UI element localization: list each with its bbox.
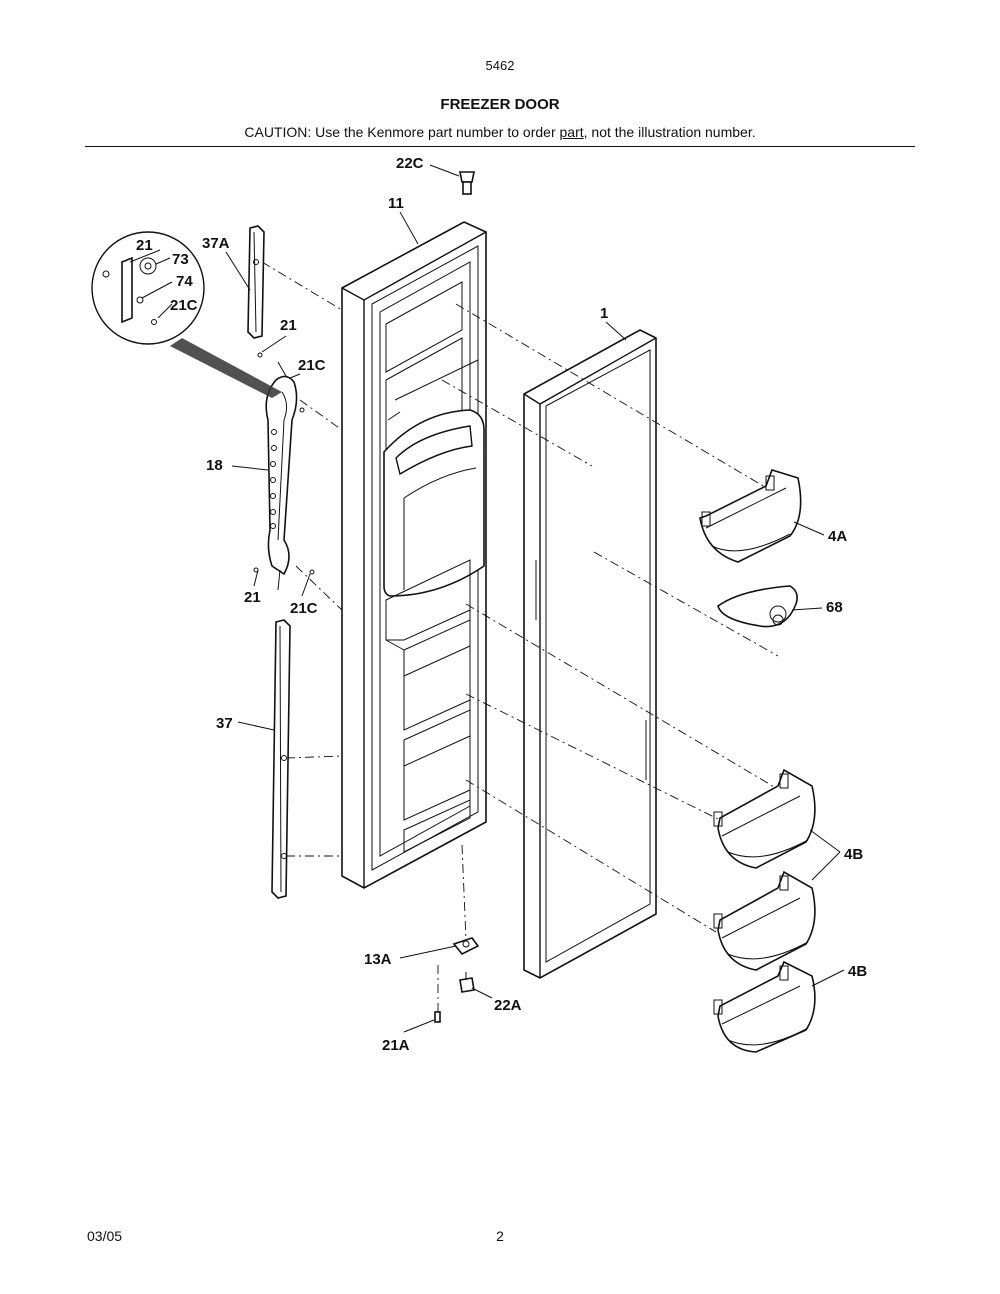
callout-labels: 22C 11 37A 21 73 74 21C 21 21C 1 18 4A 2… (136, 155, 867, 1054)
callout-21C-top: 21C (298, 357, 326, 374)
callout-73: 73 (172, 251, 189, 268)
callout-1: 1 (600, 305, 608, 322)
callout-21A: 21A (382, 1037, 410, 1054)
part-18-handle (253, 352, 315, 591)
callout-37A: 37A (202, 235, 230, 252)
part-1-door-gasket (523, 329, 657, 979)
callout-18: 18 (206, 457, 223, 474)
header-divider (85, 146, 915, 147)
part-22A-hinge-pin (459, 972, 475, 993)
callout-74: 74 (176, 273, 193, 290)
part-13A-hinge-bracket (452, 937, 480, 956)
callout-21-inset: 21 (136, 237, 153, 254)
callout-21-bottom: 21 (244, 589, 261, 606)
caution-prefix: CAUTION: Use the Kenmore part number to … (244, 124, 560, 140)
part-68-tray (717, 585, 798, 628)
model-number: 5462 (485, 58, 515, 73)
callout-4A: 4A (828, 528, 847, 545)
caution-suffix: , not the illustration number. (583, 124, 756, 140)
callout-21-top: 21 (280, 317, 297, 334)
inset-detail (91, 231, 282, 398)
callout-68: 68 (826, 599, 843, 616)
callout-11: 11 (388, 195, 404, 212)
leader-lines (129, 211, 845, 1033)
callout-13A: 13A (364, 951, 392, 968)
callout-21C-bottom: 21C (290, 600, 318, 617)
footer-date: 03/05 (87, 1228, 123, 1244)
footer-page-number: 2 (496, 1228, 504, 1244)
part-4B-door-bins (713, 768, 816, 1053)
part-11-freezer-door (341, 221, 487, 889)
callout-4B-pair: 4B (844, 846, 863, 863)
page-title: FREEZER DOOR (440, 96, 560, 113)
part-21A-screw (434, 1011, 441, 1023)
callout-37: 37 (216, 715, 233, 732)
caution-note: CAUTION: Use the Kenmore part number to … (0, 124, 1000, 140)
part-4A-door-bin (699, 469, 802, 563)
part-22C-hinge-pin (429, 164, 475, 195)
callout-21C-inset: 21C (170, 297, 198, 314)
callout-22C: 22C (396, 155, 424, 172)
callout-4B-single: 4B (848, 963, 867, 980)
alignment-lines (261, 261, 779, 1012)
part-37A-upper-trim (247, 225, 265, 339)
callout-22A: 22A (494, 997, 522, 1014)
part-37-lower-trim (271, 619, 291, 899)
caution-part-word: part (559, 124, 584, 140)
